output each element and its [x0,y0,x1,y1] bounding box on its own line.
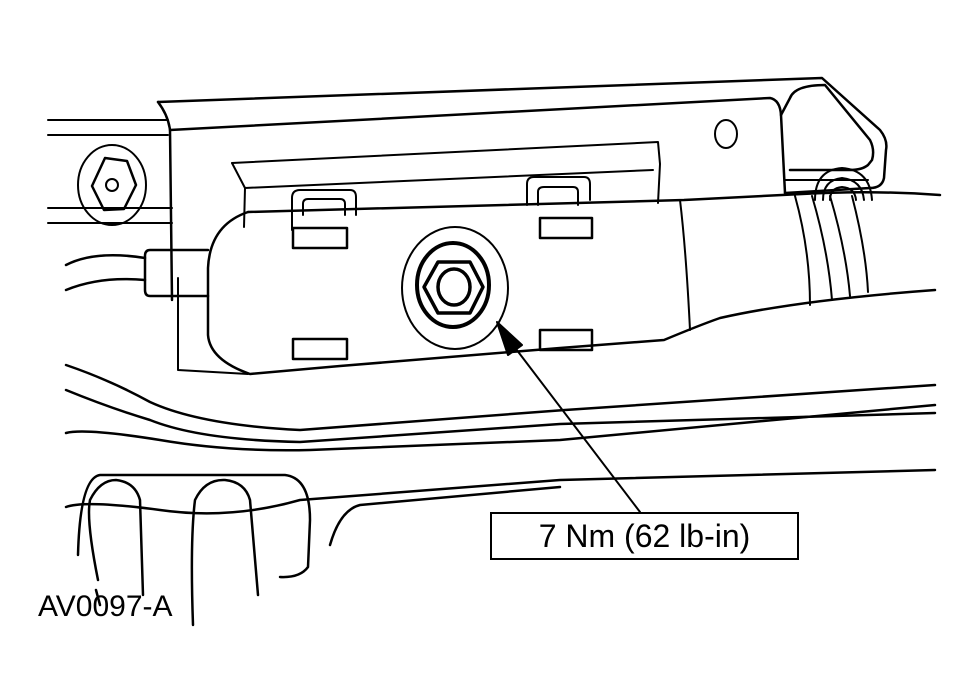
callout-arrow [496,321,641,513]
torque-callout: 7 Nm (62 lb-in) [490,512,799,560]
wire-harness [64,254,147,292]
hex-bolt-icon [77,144,147,226]
actuator-module [177,190,942,376]
grip-slot [76,473,312,627]
module-slots [291,216,594,361]
connector-tab [143,248,210,298]
lower-contours [64,363,937,547]
bracket-recess [231,141,661,231]
mounting-bracket [156,76,888,302]
hex-nut-icon [401,226,509,350]
torque-spec-text: 7 Nm (62 lb-in) [538,517,751,554]
figure-id-label: AV0097-A [38,590,173,623]
left-rail-lines [47,119,173,224]
ring-mount [814,167,873,201]
